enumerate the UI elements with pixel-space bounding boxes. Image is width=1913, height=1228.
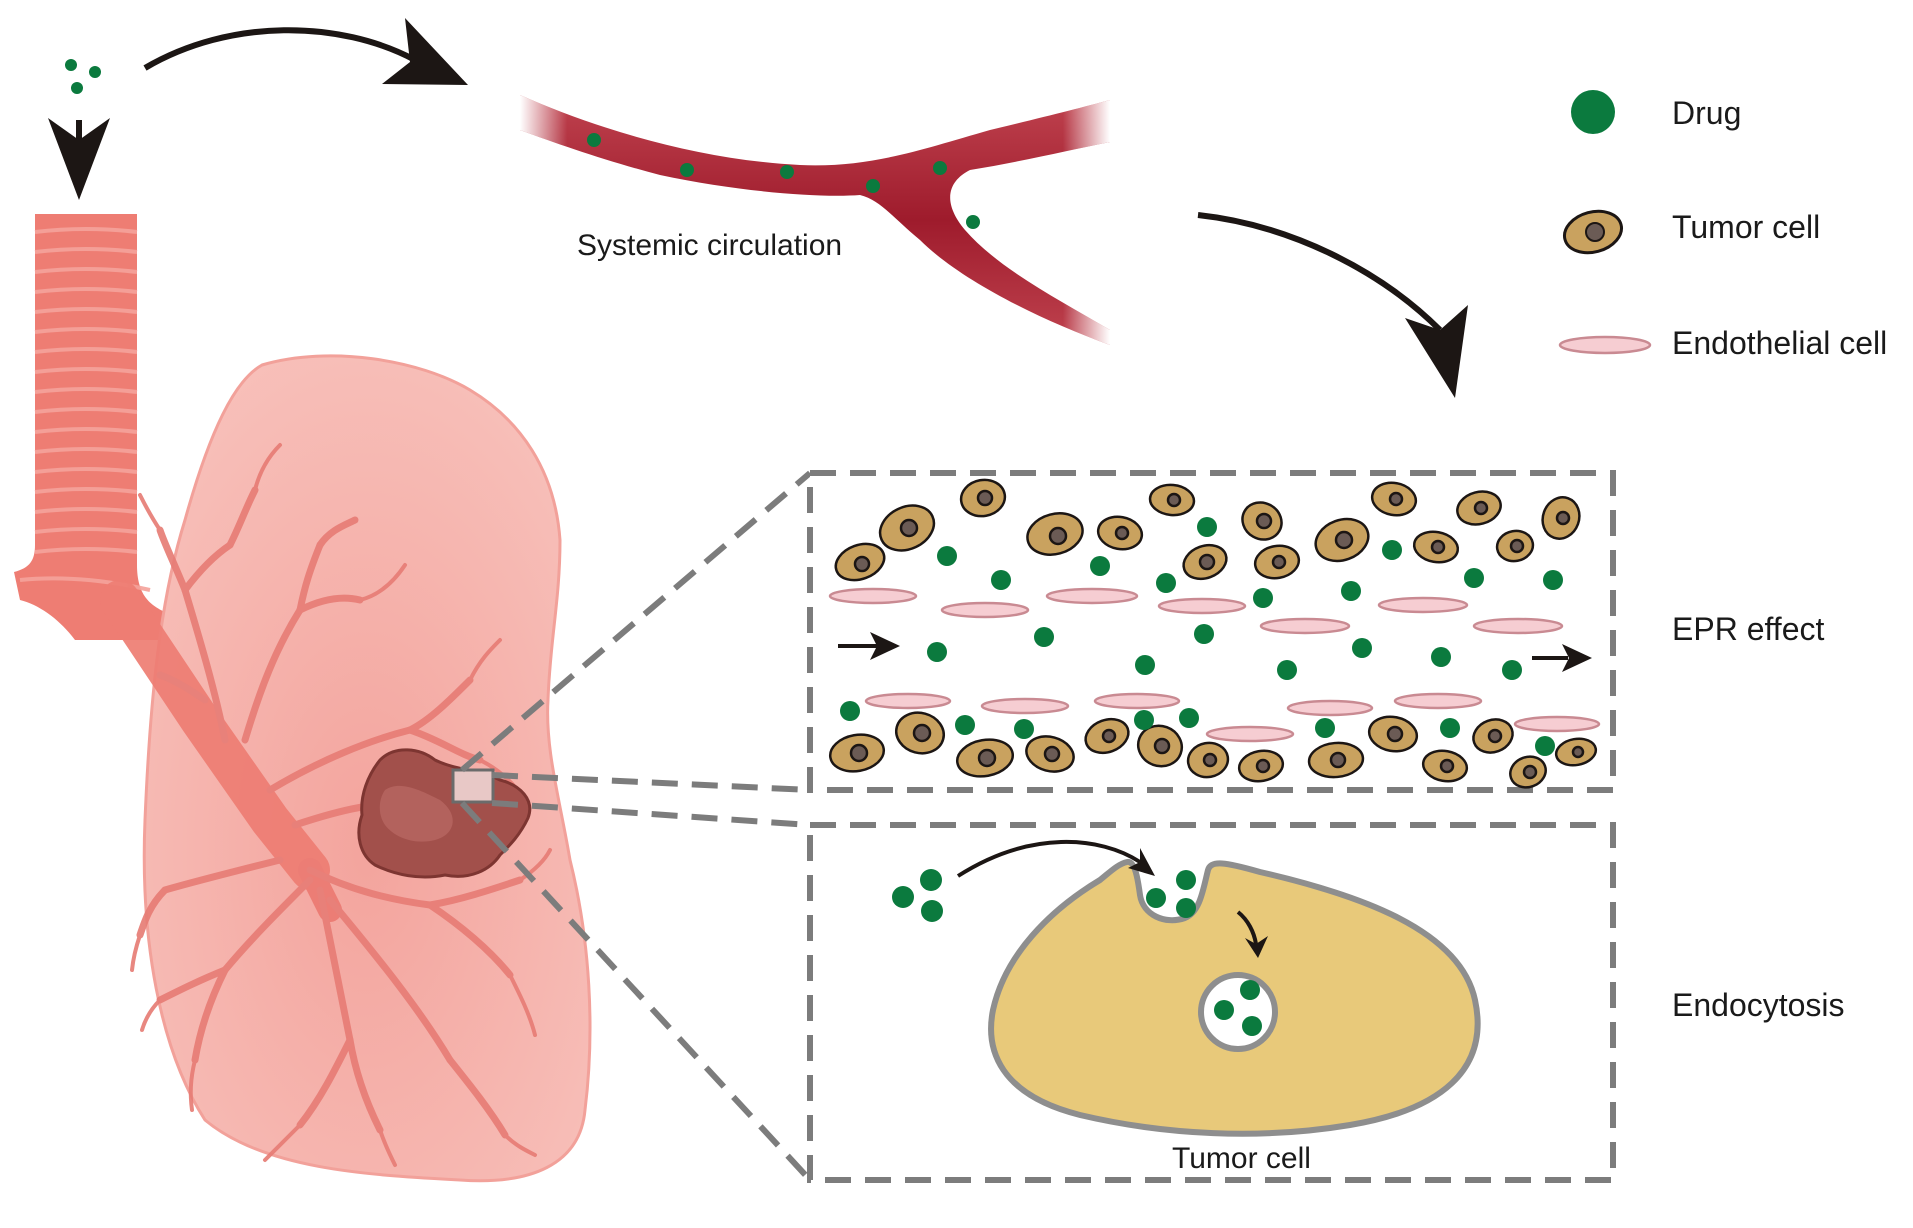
extracellular-drug-particles	[892, 869, 943, 922]
internalization-arrow	[1236, 910, 1268, 958]
legend-label-endothelial-cell: Endothelial cell	[1672, 325, 1887, 361]
legend-label-tumor-cell: Tumor cell	[1672, 209, 1820, 245]
arrow-to-circulation	[143, 18, 468, 85]
epr-effect-label: EPR effect	[1672, 611, 1824, 647]
tumor-cell-icon	[1563, 209, 1623, 255]
epr-tumor-cells-lower	[828, 711, 1598, 789]
epr-effect-panel	[807, 470, 1616, 793]
endothelial-cell-icon	[1558, 335, 1652, 355]
endocytosis-arrow	[956, 839, 1155, 878]
vesicle-drug-particles	[1214, 980, 1262, 1036]
legend-label-drug: Drug	[1672, 95, 1741, 131]
legend-item-drug: Drug	[1571, 90, 1741, 134]
systemic-circulation-label: Systemic circulation	[577, 229, 842, 262]
endocytosis-label: Endocytosis	[1672, 987, 1845, 1023]
trachea	[14, 214, 215, 640]
epr-tumor-cells	[834, 478, 1581, 582]
blood-vessel	[520, 95, 1110, 345]
inhaled-drug-dots	[65, 59, 101, 94]
drug-icon	[1571, 90, 1615, 134]
legend-item-tumor-cell: Tumor cell	[1563, 209, 1820, 255]
bronchial-tree	[100, 443, 552, 1167]
lung-tumor	[357, 748, 532, 879]
zoom-lines	[459, 470, 813, 1183]
epr-drug-particles	[840, 517, 1563, 756]
epr-flow-arrow-out	[1532, 644, 1592, 672]
legend-item-endothelial-cell: Endothelial cell	[1558, 325, 1887, 361]
endocytosis-panel	[807, 822, 1616, 1183]
epr-flow-arrow-in	[838, 632, 900, 660]
legend: Drug Tumor cell Endothelial cell	[1558, 90, 1887, 361]
arrow-to-epr-panel	[1197, 212, 1468, 398]
endocytic-vesicle	[1198, 972, 1278, 1052]
epr-endothelial-cells	[828, 587, 1601, 743]
invagination-drug-particles	[1146, 870, 1196, 918]
down-arrow-to-trachea	[48, 118, 110, 200]
lung	[142, 354, 592, 1183]
tumor-cell-caption: Tumor cell	[1172, 1142, 1311, 1175]
